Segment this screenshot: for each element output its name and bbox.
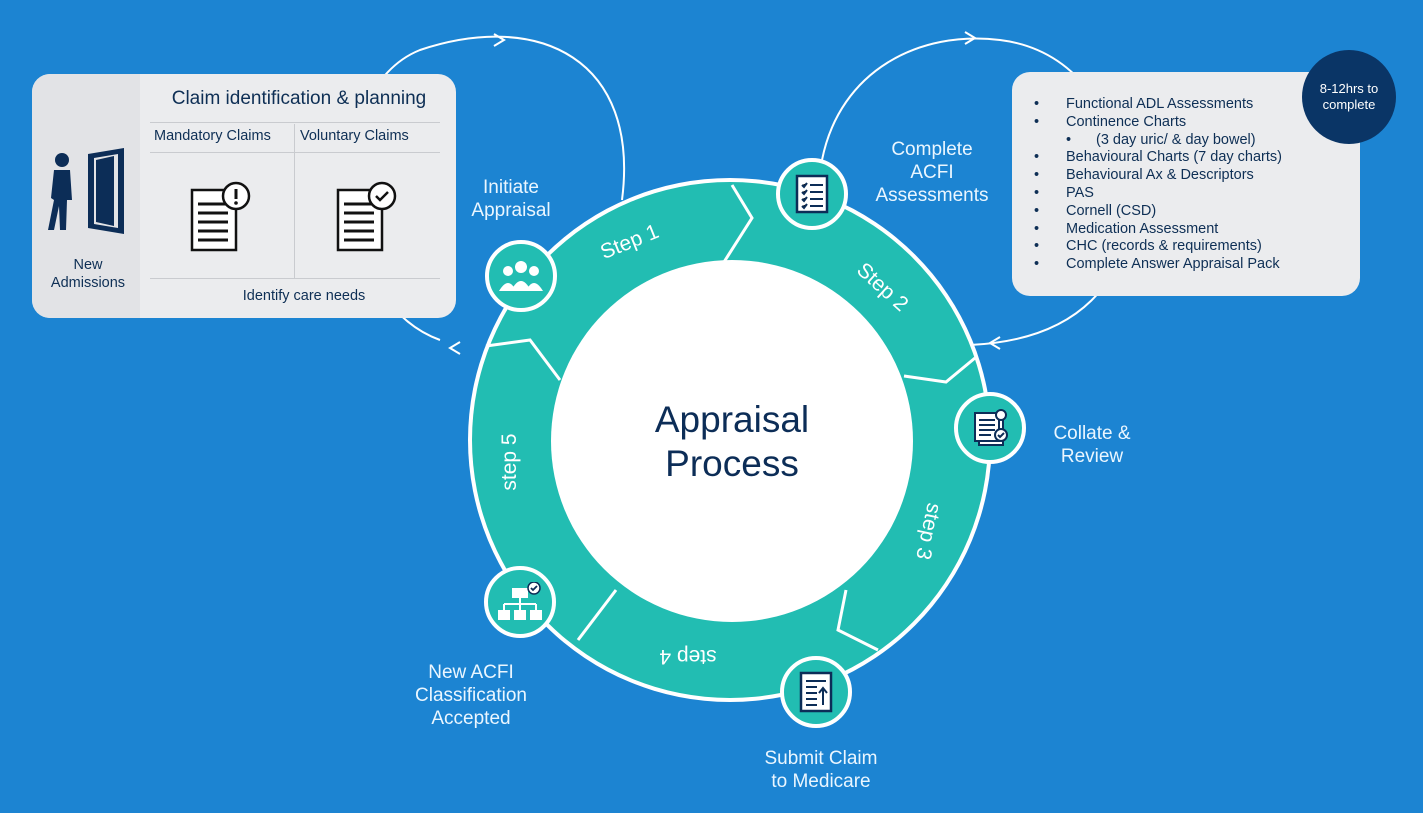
collate-line1: Collate & — [1053, 423, 1131, 444]
center-title-line1: Appraisal — [654, 399, 810, 440]
loop-arrow-left-bottom — [448, 341, 461, 355]
column-divider — [294, 124, 295, 278]
new-acfi-label: New ACFI Classification Accepted — [398, 661, 544, 730]
step-4-label: step 4 — [659, 645, 717, 668]
center-title: Appraisal Process — [592, 398, 872, 486]
voluntary-claims-label: Voluntary Claims — [300, 128, 409, 144]
loop-arrow-left-top — [493, 33, 506, 47]
loop-arrow-right-top — [964, 31, 977, 45]
list-item: Medication Assessment — [1012, 221, 1282, 239]
initiate-line2: Appraisal — [471, 200, 551, 221]
identify-care-needs-label: Identify care needs — [242, 288, 366, 304]
collate-review-node[interactable] — [954, 392, 1026, 464]
side-line1: New — [73, 257, 103, 273]
loop-arrow-right-bottom — [988, 336, 1001, 350]
divider — [150, 278, 440, 279]
divider — [150, 152, 440, 153]
people-group-icon — [499, 261, 543, 291]
document-upload-icon — [799, 671, 833, 713]
collate-review-label: Collate & Review — [1040, 422, 1144, 468]
list-item: PAS — [1012, 185, 1282, 203]
step-5-label: step 5 — [498, 433, 521, 490]
submit-claim-node[interactable] — [780, 656, 852, 728]
checklist-icon — [795, 174, 829, 214]
accepted-line1: New ACFI — [428, 662, 514, 683]
badge-line1: 8-12hrs to — [1319, 81, 1379, 96]
side-line2: Admissions — [50, 275, 126, 291]
initiate-line1: Initiate — [483, 177, 539, 198]
submit-line2: to Medicare — [771, 771, 871, 792]
ring-dividers — [485, 184, 976, 652]
accepted-line2: Classification — [415, 685, 527, 706]
document-check-icon — [336, 181, 397, 252]
list-item: Continence Charts — [1012, 114, 1282, 132]
list-item: Cornell (CSD) — [1012, 203, 1282, 221]
collate-line2: Review — [1060, 446, 1124, 467]
documents-review-icon — [974, 409, 1008, 446]
complete-acfi-label: Complete ACFI Assessments — [862, 138, 1002, 207]
divider — [150, 122, 440, 123]
new-acfi-accepted-node[interactable] — [484, 566, 556, 638]
list-item: Complete Answer Appraisal Pack — [1012, 256, 1282, 274]
list-item: CHC (records & requirements) — [1012, 238, 1282, 256]
person-door-icon — [48, 148, 124, 234]
claim-panel-title: Claim identification & planning — [171, 88, 427, 109]
complete-acfi-node[interactable] — [776, 158, 848, 230]
mandatory-claims-label: Mandatory Claims — [154, 128, 271, 144]
new-admissions-label: New Admissions — [32, 256, 144, 292]
complete-line2: ACFI — [910, 162, 954, 183]
submit-claim-label: Submit Claim to Medicare — [750, 747, 892, 793]
initiate-appraisal-node[interactable] — [485, 240, 557, 312]
complete-line3: Assessments — [875, 185, 989, 206]
assessments-panel: Functional ADL Assessments Continence Ch… — [1012, 72, 1360, 296]
submit-line1: Submit Claim — [764, 748, 878, 769]
complete-line1: Complete — [891, 139, 973, 160]
list-item: Functional ADL Assessments — [1012, 96, 1282, 114]
assessment-list: Functional ADL Assessments Continence Ch… — [1012, 96, 1282, 274]
initiate-appraisal-label: Initiate Appraisal — [458, 176, 564, 222]
new-admissions-sidebar: New Admissions — [32, 74, 140, 318]
center-disc — [551, 260, 913, 622]
org-chart-check-icon — [498, 582, 542, 620]
list-item: Behavioural Charts (7 day charts) — [1012, 149, 1282, 167]
claim-identification-panel: New Admissions Claim identification & pl… — [32, 74, 456, 318]
badge-line2: complete — [1322, 97, 1376, 112]
document-alert-icon — [190, 181, 251, 252]
list-item: (3 day uric/ & day bowel) — [1012, 132, 1282, 150]
list-item: Behavioural Ax & Descriptors — [1012, 167, 1282, 185]
accepted-line3: Accepted — [431, 708, 511, 729]
time-estimate-badge: 8-12hrs to complete — [1302, 50, 1396, 144]
center-title-line2: Process — [665, 443, 799, 484]
